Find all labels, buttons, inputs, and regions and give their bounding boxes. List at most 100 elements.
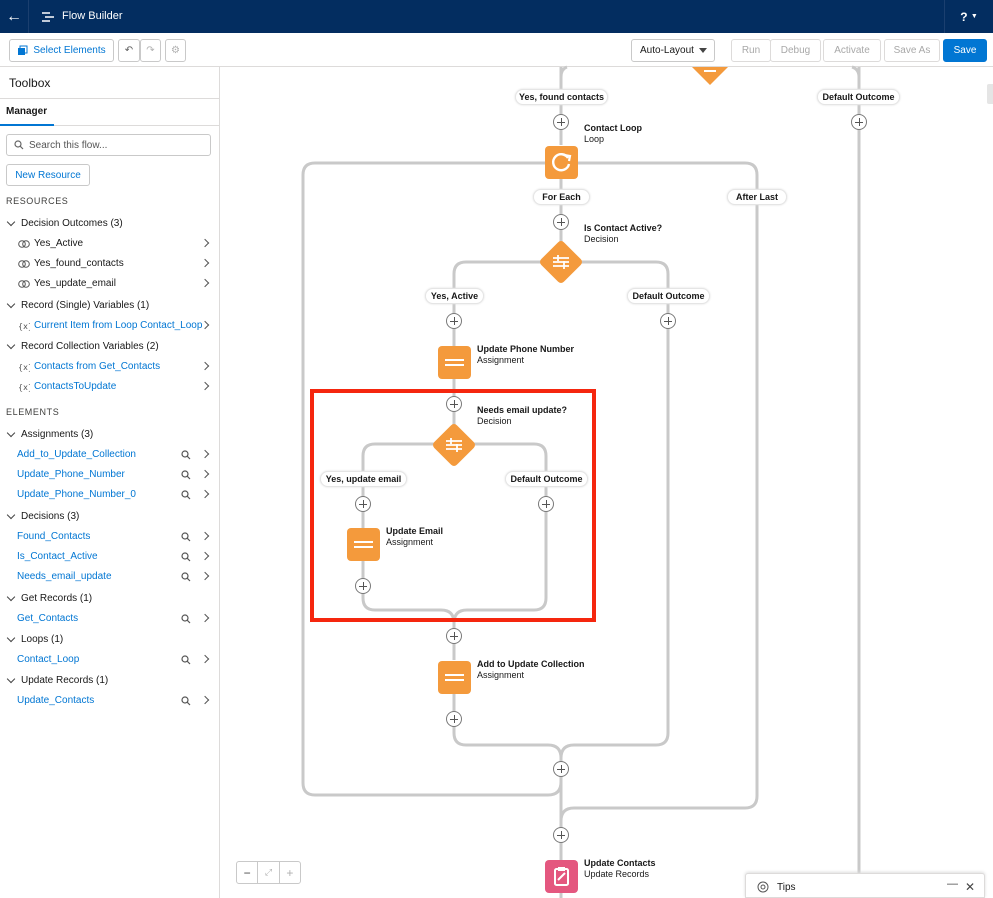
zoom-controls: − ⤢ + <box>236 861 301 884</box>
back-button[interactable]: ← <box>0 0 29 33</box>
search-icon[interactable] <box>181 552 191 562</box>
search-input[interactable]: Search this flow... <box>6 134 211 156</box>
select-icon <box>18 45 28 55</box>
loop-node[interactable] <box>545 146 578 179</box>
save-button[interactable]: Save <box>943 39 987 62</box>
list-item[interactable]: {x} Current Item from Loop Contact_Loop <box>0 318 219 336</box>
list-item[interactable]: Yes_Active <box>0 236 219 254</box>
group-decision-outcomes[interactable]: Decision Outcomes (3) <box>6 217 123 229</box>
help-menu-button[interactable]: ? ▼ <box>944 0 993 33</box>
group-record-variables[interactable]: Record (Single) Variables (1) <box>6 299 149 311</box>
list-item[interactable]: Contact_Loop <box>0 652 219 670</box>
toolbox-title: Toolbox <box>9 76 51 90</box>
list-item[interactable]: Update_Contacts <box>0 693 219 711</box>
save-as-button[interactable]: Save As <box>884 39 940 62</box>
node-label: Needs email update?Decision <box>477 405 568 426</box>
scrollbar-handle[interactable] <box>987 84 993 104</box>
search-icon[interactable] <box>181 655 191 665</box>
search-icon[interactable] <box>181 614 191 624</box>
close-icon[interactable]: ✕ <box>965 880 976 894</box>
add-element-button[interactable] <box>355 496 371 512</box>
search-icon[interactable] <box>181 696 191 706</box>
add-element-button[interactable] <box>355 578 371 594</box>
redo-icon: ↷ <box>146 45 155 56</box>
list-item[interactable]: Needs_email_update <box>0 569 219 587</box>
group-get-records[interactable]: Get Records (1) <box>6 592 92 604</box>
group-record-collection-variables[interactable]: Record Collection Variables (2) <box>6 340 159 352</box>
add-element-button[interactable] <box>553 761 569 777</box>
search-icon[interactable] <box>181 490 191 500</box>
undo-button[interactable]: ↶ <box>118 39 140 62</box>
decision-partial-icon <box>692 67 728 85</box>
assignment-node[interactable] <box>438 661 471 694</box>
collapse-icon: ⤢ <box>264 867 273 877</box>
outcome-label: Default Outcome <box>627 288 710 304</box>
list-item[interactable]: Yes_found_contacts <box>0 256 219 274</box>
loop-label: For Each <box>533 189 590 205</box>
debug-button[interactable]: Debug <box>770 39 821 62</box>
resources-header: RESOURCES <box>6 196 69 206</box>
tips-panel[interactable]: Tips — ✕ <box>745 873 985 898</box>
variable-icon: {x} <box>18 383 30 392</box>
add-element-button[interactable] <box>660 313 676 329</box>
add-element-button[interactable] <box>446 628 462 644</box>
loop-label: After Last <box>727 189 787 205</box>
list-item[interactable]: Get_Contacts <box>0 611 219 629</box>
outcome-label: Yes, update email <box>320 471 407 487</box>
search-icon[interactable] <box>181 470 191 480</box>
list-item[interactable]: Found_Contacts <box>0 529 219 547</box>
variable-icon: {x} <box>18 322 30 331</box>
undo-icon: ↶ <box>124 45 134 56</box>
search-icon[interactable] <box>181 532 191 542</box>
add-element-button[interactable] <box>553 114 569 130</box>
assignment-node[interactable] <box>438 346 471 379</box>
minimize-icon[interactable]: — <box>947 878 958 890</box>
caret-down-icon <box>699 48 707 53</box>
layout-select[interactable]: Auto-Layout <box>631 39 715 62</box>
list-item[interactable]: Is_Contact_Active <box>0 549 219 567</box>
settings-button[interactable]: ⚙ <box>165 39 186 62</box>
list-item[interactable]: Update_Phone_Number_0 <box>0 487 219 505</box>
loop-icon <box>552 153 572 172</box>
activate-button[interactable]: Activate <box>823 39 881 62</box>
list-item[interactable]: {x} ContactsToUpdate <box>0 379 219 397</box>
group-assignments[interactable]: Assignments (3) <box>6 428 93 440</box>
redo-button[interactable]: ↷ <box>140 39 161 62</box>
add-element-button[interactable] <box>446 711 462 727</box>
select-elements-button[interactable]: Select Elements <box>9 39 114 62</box>
list-item[interactable]: Add_to_Update_Collection <box>0 447 219 465</box>
group-loops[interactable]: Loops (1) <box>6 633 63 645</box>
outcome-icon <box>18 260 30 268</box>
zoom-in-button[interactable]: + <box>286 865 294 880</box>
elements-header: ELEMENTS <box>6 407 60 417</box>
update-records-node[interactable] <box>545 860 578 893</box>
list-item[interactable]: Update_Phone_Number <box>0 467 219 485</box>
app-title: Flow Builder <box>62 10 123 22</box>
list-item[interactable]: Yes_update_email <box>0 276 219 294</box>
add-element-button[interactable] <box>446 313 462 329</box>
tips-label: Tips <box>777 882 796 893</box>
search-icon[interactable] <box>181 572 191 582</box>
node-label: Is Contact Active?Decision <box>584 223 663 244</box>
search-icon[interactable] <box>181 450 191 460</box>
add-element-button[interactable] <box>851 114 867 130</box>
assignment-node[interactable] <box>347 528 380 561</box>
search-icon <box>14 140 24 150</box>
group-update-records[interactable]: Update Records (1) <box>6 674 108 686</box>
add-element-button[interactable] <box>538 496 554 512</box>
decision-icon <box>446 438 462 452</box>
tab-manager[interactable]: Manager <box>0 99 54 126</box>
add-element-button[interactable] <box>553 214 569 230</box>
list-item[interactable]: {x} Contacts from Get_Contacts <box>0 359 219 377</box>
zoom-out-button[interactable]: − <box>237 862 259 883</box>
group-decisions[interactable]: Decisions (3) <box>6 510 79 522</box>
add-element-button[interactable] <box>446 396 462 412</box>
fit-view-button[interactable]: ⤢ <box>258 862 280 883</box>
outcome-icon <box>18 240 30 248</box>
new-resource-button[interactable]: New Resource <box>6 164 90 186</box>
add-element-button[interactable] <box>553 827 569 843</box>
